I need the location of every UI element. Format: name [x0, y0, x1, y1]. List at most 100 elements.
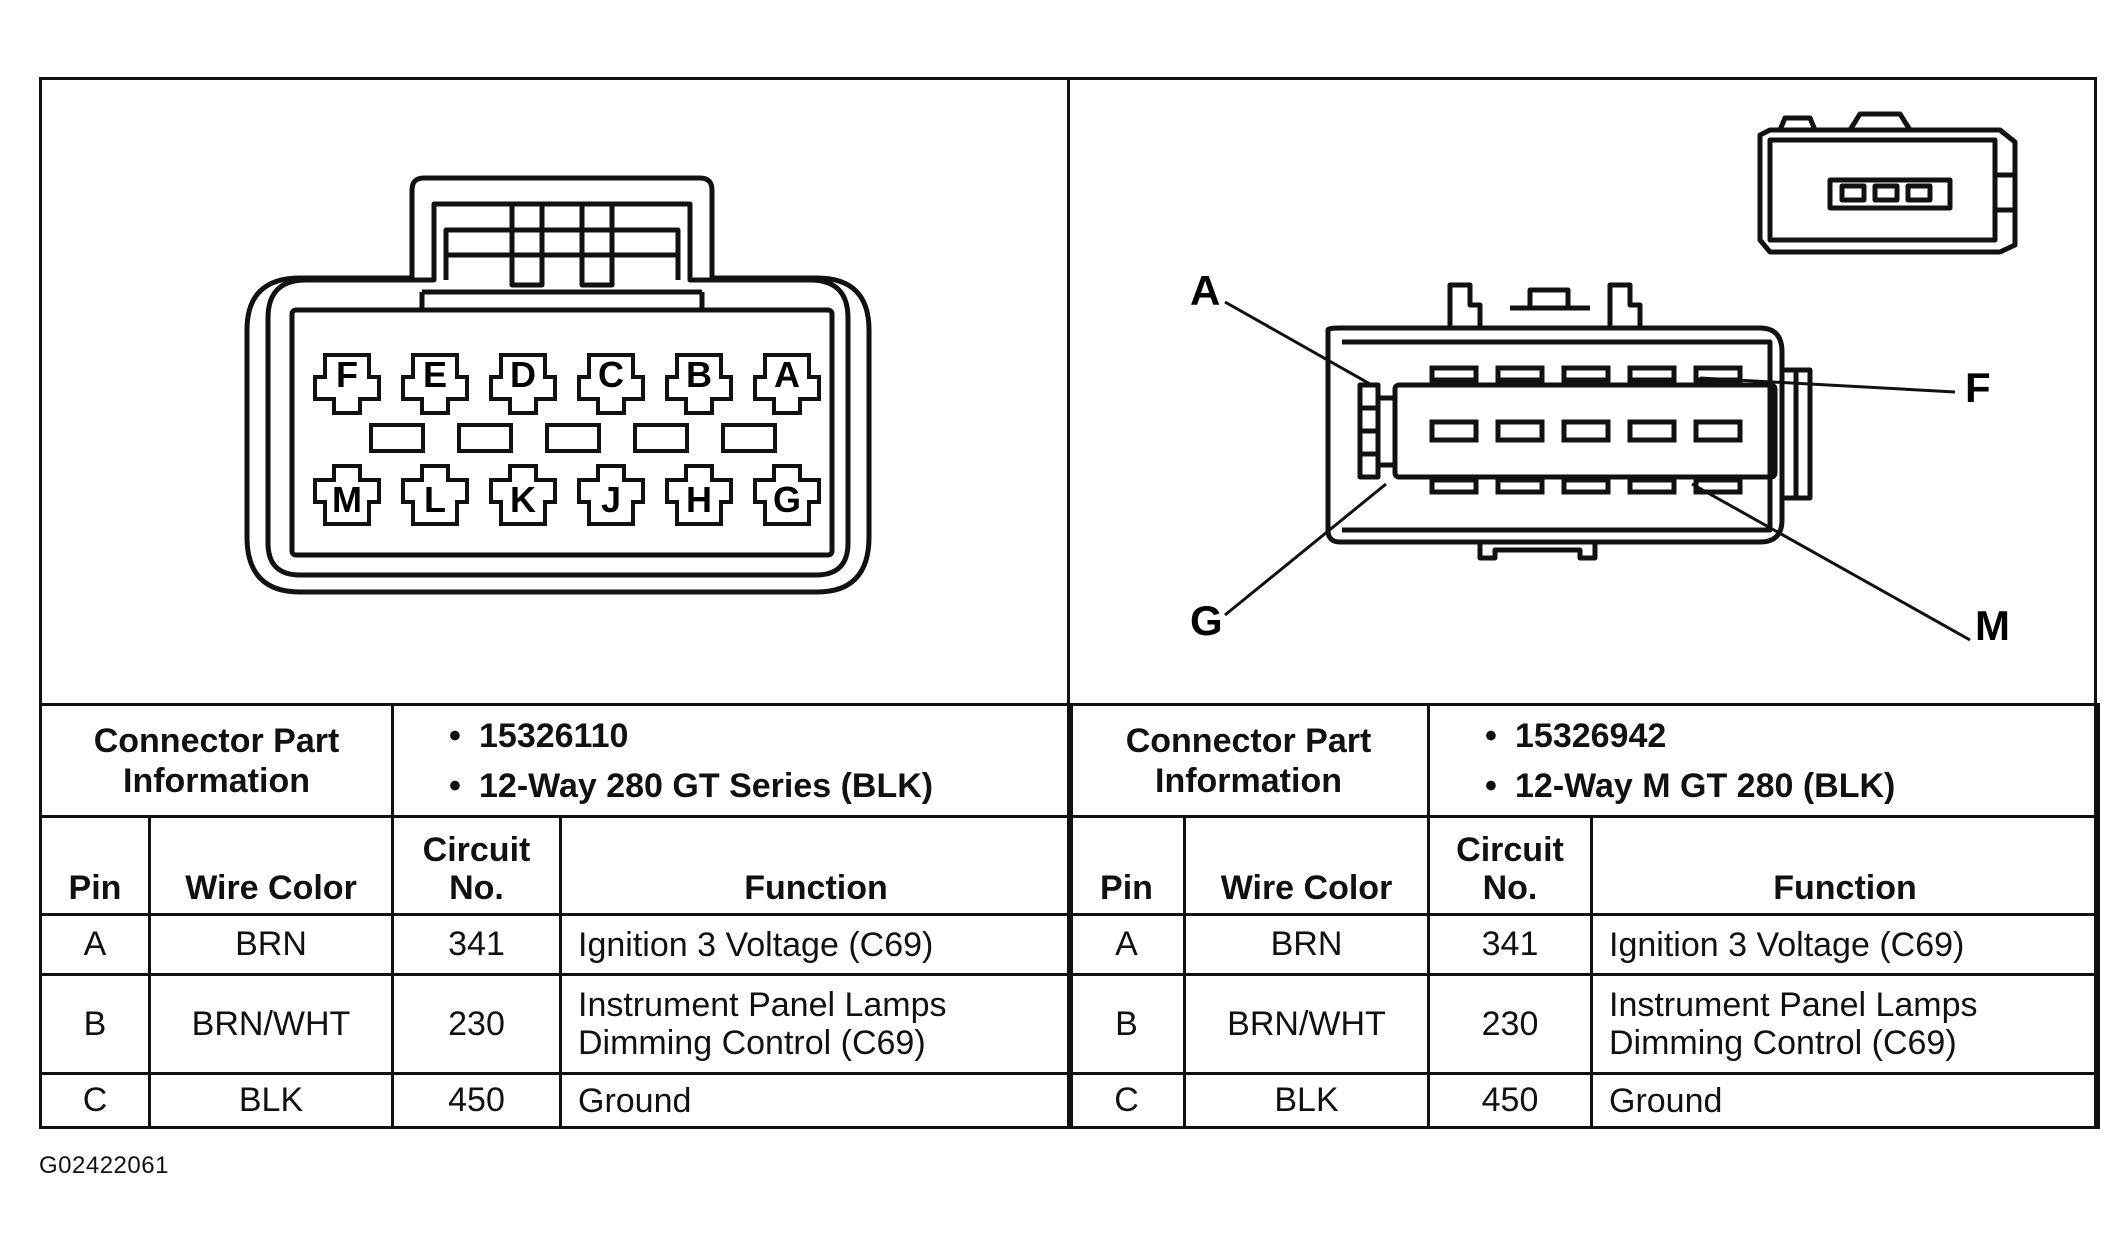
table-row: C BLK 450 Ground — [1067, 1072, 2101, 1129]
pin-cavity — [401, 353, 469, 415]
right-connector-view: A F G M — [1190, 111, 2018, 649]
pin-cell: C — [39, 1072, 151, 1129]
circuit-cell: 230 — [1427, 973, 1593, 1075]
function-cell: Ground — [1589, 1072, 2101, 1129]
callout-pin-m: M — [1975, 602, 2010, 649]
pin-cavity — [313, 353, 381, 415]
circuit-cell: 450 — [391, 1072, 562, 1129]
bottom-terminal-slot — [1627, 477, 1677, 495]
pin-label: M — [332, 479, 362, 520]
pin-cell: C — [1067, 1072, 1186, 1129]
circuit-cell: 341 — [391, 913, 562, 976]
middle-terminal-slot — [1627, 419, 1677, 443]
top-terminal-slot — [1561, 365, 1611, 383]
connector-part-info: •15326942 •12-Way M GT 280 (BLK) — [1426, 703, 2101, 818]
pin-label: J — [601, 479, 621, 520]
middle-terminal-slot — [1495, 419, 1545, 443]
right-connector-drawing: A F G M — [1070, 80, 2094, 703]
header-function: Function — [1589, 815, 2101, 916]
pin-cavity — [489, 464, 557, 526]
wire-color-cell: BLK — [148, 1072, 394, 1129]
function-cell: Ignition 3 Voltage (C69) — [1589, 913, 2101, 976]
pin-label: C — [598, 354, 624, 395]
panel-divider — [1067, 77, 1070, 1129]
header-pin: Pin — [39, 815, 151, 916]
callout-pin-g: G — [1190, 597, 1223, 644]
middle-terminal-slot — [1429, 419, 1479, 443]
bottom-terminal-slot — [1429, 477, 1479, 495]
table-row: C BLK 450 Ground — [39, 1072, 1073, 1129]
pin-cell: B — [1067, 973, 1186, 1075]
wire-color-cell: BRN — [1183, 913, 1430, 976]
pin-cavity — [401, 464, 469, 526]
center-slot — [721, 423, 777, 453]
pin-label: B — [686, 354, 712, 395]
function-cell: Ground — [559, 1072, 1073, 1129]
pin-cavity — [577, 353, 645, 415]
pin-label: L — [424, 479, 446, 520]
pin-label: F — [336, 354, 358, 395]
pin-label: H — [686, 479, 712, 520]
circuit-cell: 341 — [1427, 913, 1593, 976]
callout-pin-a: A — [1190, 267, 1220, 314]
figure-id: G02422061 — [39, 1152, 169, 1179]
middle-terminal-slot — [1693, 419, 1743, 443]
pin-cell: B — [39, 973, 151, 1075]
center-slot — [457, 423, 513, 453]
table-row: A BRN 341 Ignition 3 Voltage (C69) — [1067, 913, 2101, 976]
wire-color-cell: BRN — [148, 913, 394, 976]
pin-cavity — [489, 353, 557, 415]
pin-label: K — [510, 479, 536, 520]
connector-description: 12-Way M GT 280 (BLK) — [1515, 766, 1896, 805]
pin-cavity — [753, 464, 821, 526]
pin-cavity — [665, 464, 733, 526]
connector-part-info: •15326110 •12-Way 280 GT Series (BLK) — [391, 703, 1073, 818]
table-row: A BRN 341 Ignition 3 Voltage (C69) — [39, 913, 1073, 976]
part-number: 15326110 — [479, 716, 629, 755]
pin-label: E — [423, 354, 447, 395]
pin-cavity — [313, 464, 381, 526]
middle-terminal-slot — [1561, 419, 1611, 443]
wire-color-cell: BLK — [1183, 1072, 1430, 1129]
center-slot — [545, 423, 601, 453]
bottom-terminal-slot — [1561, 477, 1611, 495]
pin-label: G — [773, 479, 801, 520]
connector-description: 12-Way 280 GT Series (BLK) — [479, 766, 934, 805]
wire-color-cell: BRN/WHT — [148, 973, 394, 1075]
header-function: Function — [559, 815, 1073, 916]
top-terminal-slot — [1495, 365, 1545, 383]
top-terminal-slot — [1429, 365, 1479, 383]
pin-cavity — [753, 353, 821, 415]
function-cell: Ignition 3 Voltage (C69) — [559, 913, 1073, 976]
connector-perspective-thumbnail — [1757, 111, 2018, 255]
part-number: 15326942 — [1515, 716, 1667, 755]
center-slot — [633, 423, 689, 453]
pin-cell: A — [39, 913, 151, 976]
header-wire-color: Wire Color — [1183, 815, 1430, 916]
center-slot — [369, 423, 425, 453]
pin-cavity — [577, 464, 645, 526]
circuit-cell: 450 — [1427, 1072, 1593, 1129]
header-pin: Pin — [1067, 815, 1186, 916]
pin-label: A — [774, 354, 800, 395]
header-wire-color: Wire Color — [148, 815, 394, 916]
bottom-terminal-slot — [1495, 477, 1545, 495]
pin-cell: A — [1067, 913, 1186, 976]
callout-pin-f: F — [1965, 364, 1991, 411]
circuit-cell: 230 — [391, 973, 562, 1075]
top-terminal-slot — [1627, 365, 1677, 383]
pin-cavity — [665, 353, 733, 415]
wire-color-cell: BRN/WHT — [1183, 973, 1430, 1075]
